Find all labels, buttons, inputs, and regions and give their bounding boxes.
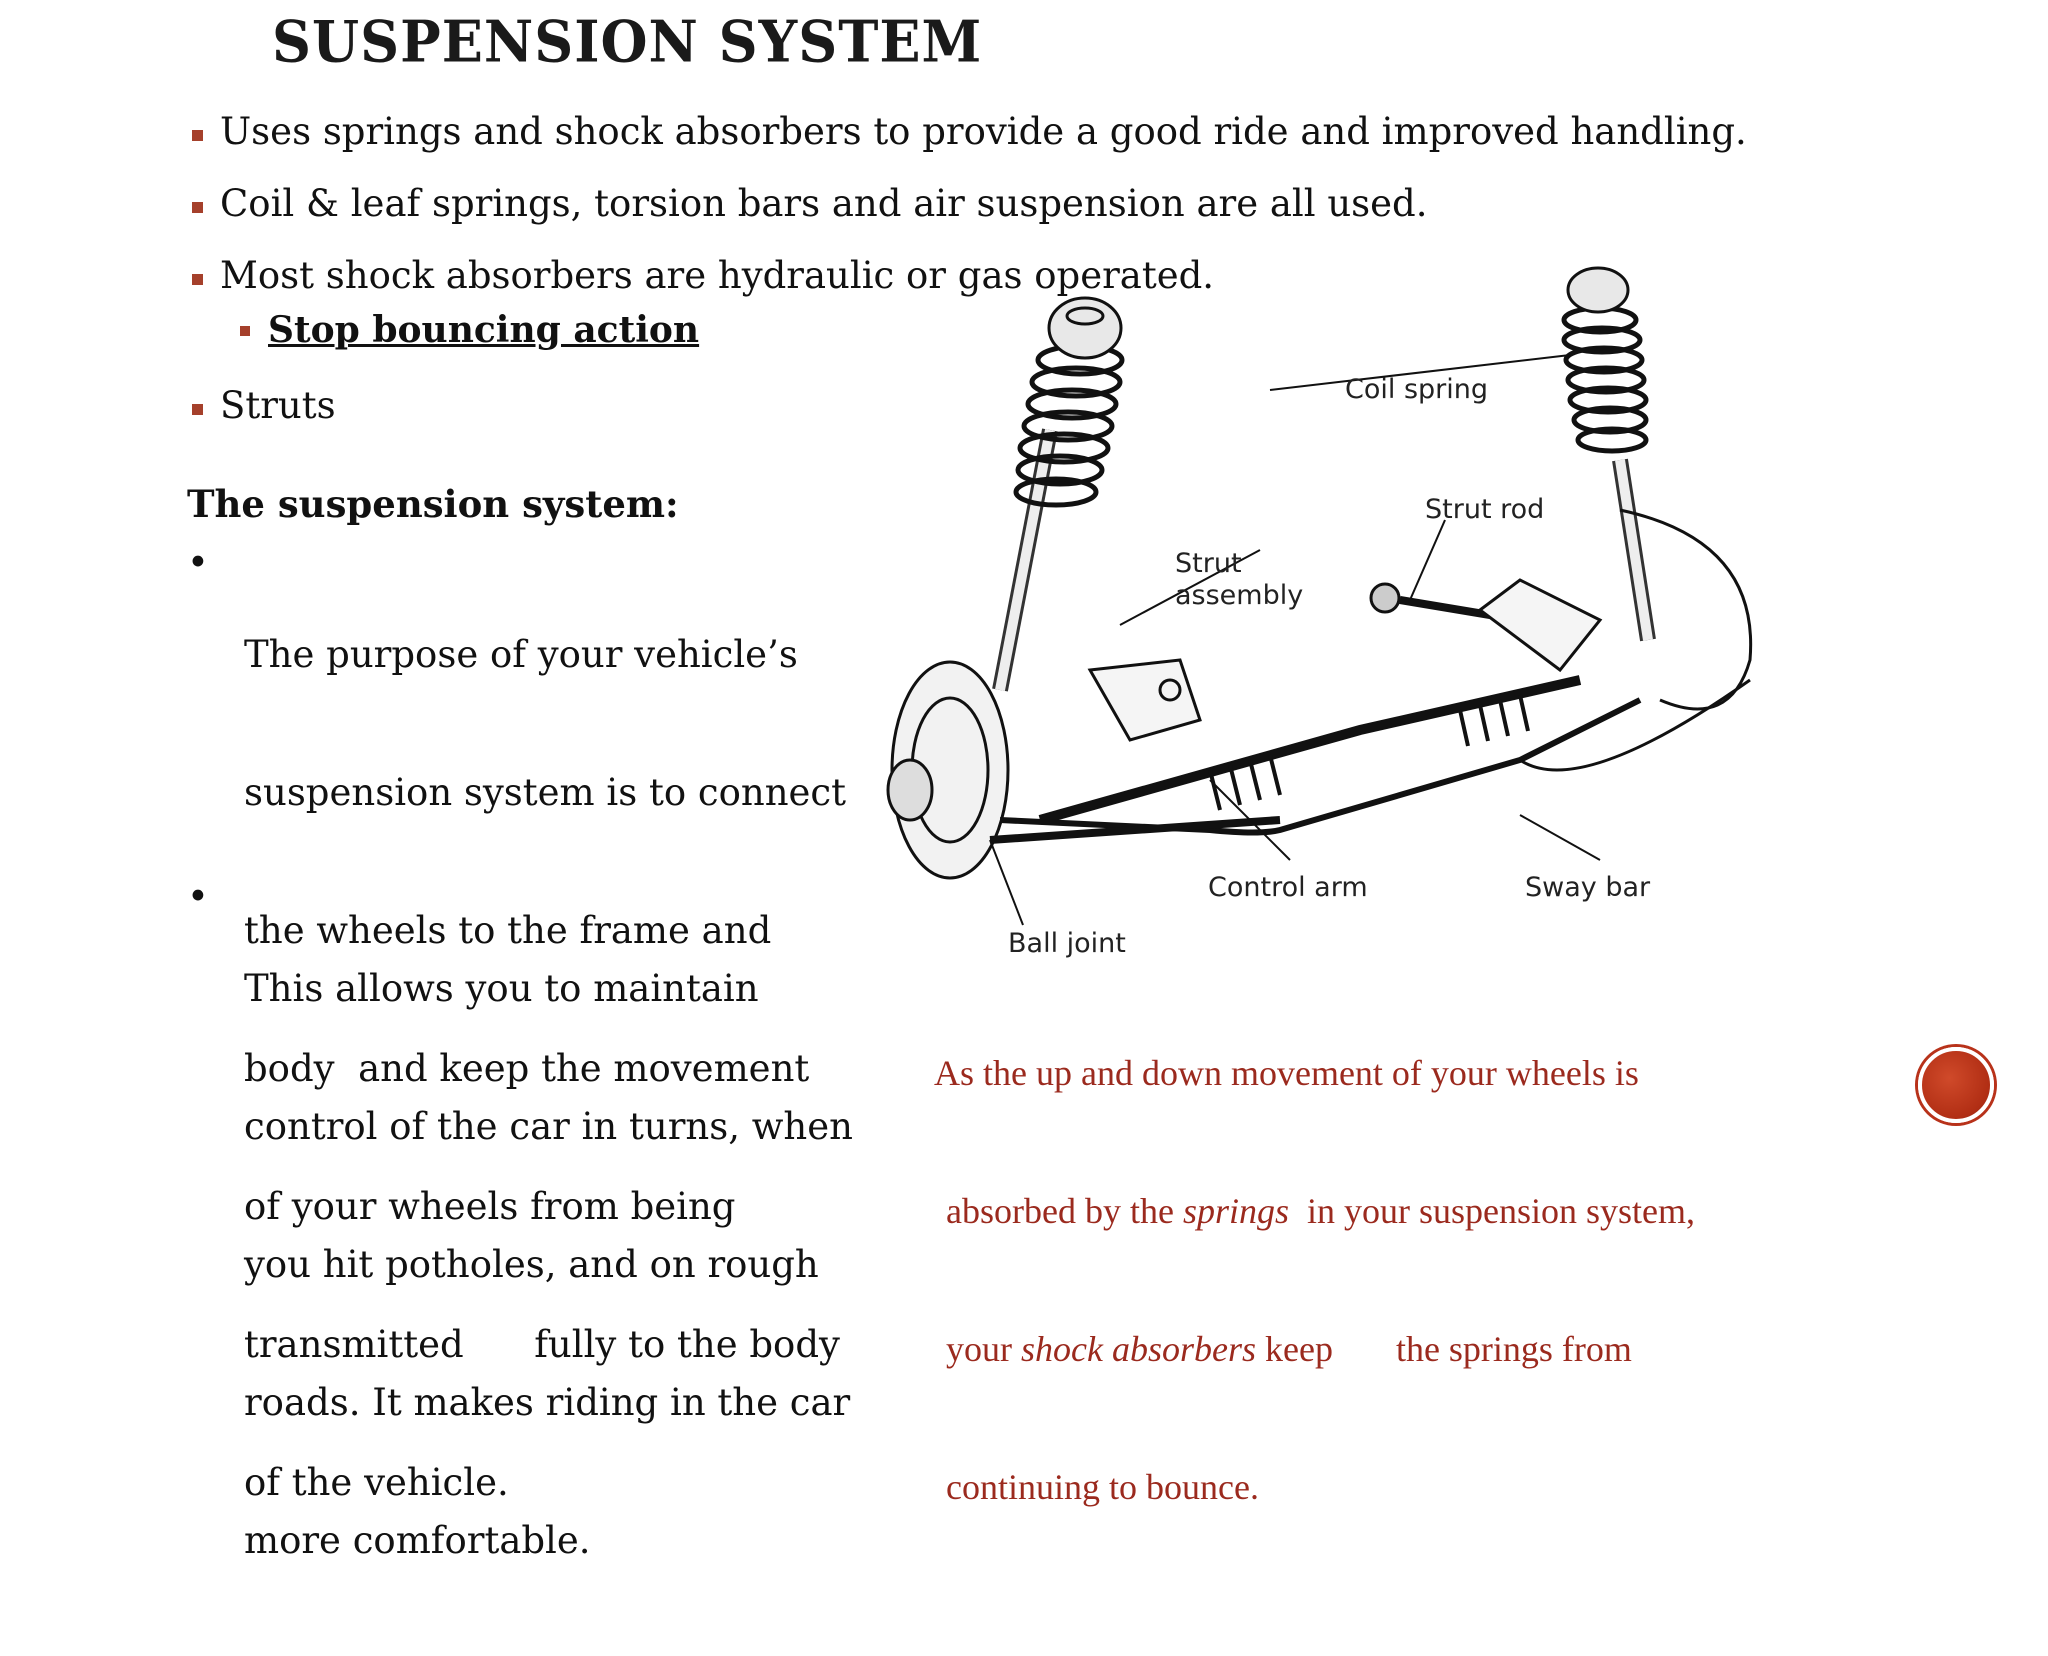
bullet-square-icon	[192, 202, 203, 213]
bullet-dot-icon: •	[187, 875, 209, 918]
bullet-1-text: Uses springs and shock absorbers to prov…	[220, 110, 1747, 153]
caption-line-2: absorbed by the springs in your suspensi…	[934, 1188, 1695, 1234]
point-2-line: more comfortable.	[244, 1519, 591, 1562]
bullet-dot-icon: •	[187, 541, 209, 584]
caption-line-1: As the up and down movement of your whee…	[934, 1053, 1639, 1093]
sub-bullet-text: Stop bouncing action	[268, 309, 700, 351]
point-1: • The purpose of your vehicle’s suspensi…	[187, 540, 887, 1504]
diagram-drawing	[886, 266, 1753, 880]
point-2: • This allows you to maintain control of…	[187, 874, 887, 1562]
label-sway-bar: Sway bar	[1525, 872, 1651, 903]
section-heading: The suspension system:	[187, 482, 679, 526]
label-strut-rod: Strut rod	[1425, 494, 1544, 525]
leader-lines	[989, 354, 1601, 926]
bullet-2-text: Coil & leaf springs, torsion bars and ai…	[220, 182, 1428, 225]
bullet-4-text: Struts	[220, 384, 336, 427]
caption-italic: shock absorbers	[1021, 1329, 1256, 1369]
caption-text: absorbed by the	[946, 1191, 1183, 1231]
point-2-text: This allows you to maintain control of t…	[244, 874, 853, 1656]
bullet-square-icon	[192, 274, 203, 285]
label-ball-joint: Ball joint	[1008, 928, 1126, 959]
bullet-square-icon	[240, 326, 250, 336]
bullet-square-icon	[192, 404, 203, 415]
slide-title: SUSPENSION SYSTEM	[272, 8, 983, 76]
point-1-line: suspension system is to connect	[244, 771, 847, 814]
label-strut-assembly-1: Strut	[1175, 548, 1242, 579]
point-2-line: control of the car in turns, when	[244, 1105, 853, 1148]
caption-italic: springs	[1182, 1191, 1289, 1231]
caption-text: keep the springs from	[1255, 1329, 1632, 1369]
bullet-3-text: Most shock absorbers are hydraulic or ga…	[220, 254, 1215, 297]
point-1-line: the wheels to the frame and	[244, 909, 772, 952]
label-strut-assembly-2: assembly	[1175, 580, 1303, 611]
caption-text: in your suspension system,	[1288, 1191, 1695, 1231]
point-1-line: body and keep the movement	[244, 1047, 810, 1090]
suspension-diagram: Coil spring Strut rod Strut assembly Con…	[886, 266, 1753, 959]
page-circle-icon[interactable]	[1918, 1047, 1994, 1123]
caption-line-3: your shock absorbers keep the springs fr…	[934, 1326, 1695, 1372]
diagram-caption: As the up and down movement of your whee…	[934, 958, 1695, 1556]
label-control-arm: Control arm	[1208, 872, 1368, 903]
bullet-square-icon	[192, 130, 203, 141]
label-coil-spring: Coil spring	[1345, 374, 1488, 405]
point-2-line: This allows you to maintain	[244, 967, 759, 1010]
point-1-line: The purpose of your vehicle’s	[244, 633, 798, 676]
point-2-line: roads. It makes riding in the car	[244, 1381, 851, 1424]
caption-line-4: continuing to bounce.	[946, 1467, 1259, 1507]
caption-text: your	[946, 1329, 1021, 1369]
point-2-line: you hit potholes, and on rough	[244, 1243, 819, 1286]
